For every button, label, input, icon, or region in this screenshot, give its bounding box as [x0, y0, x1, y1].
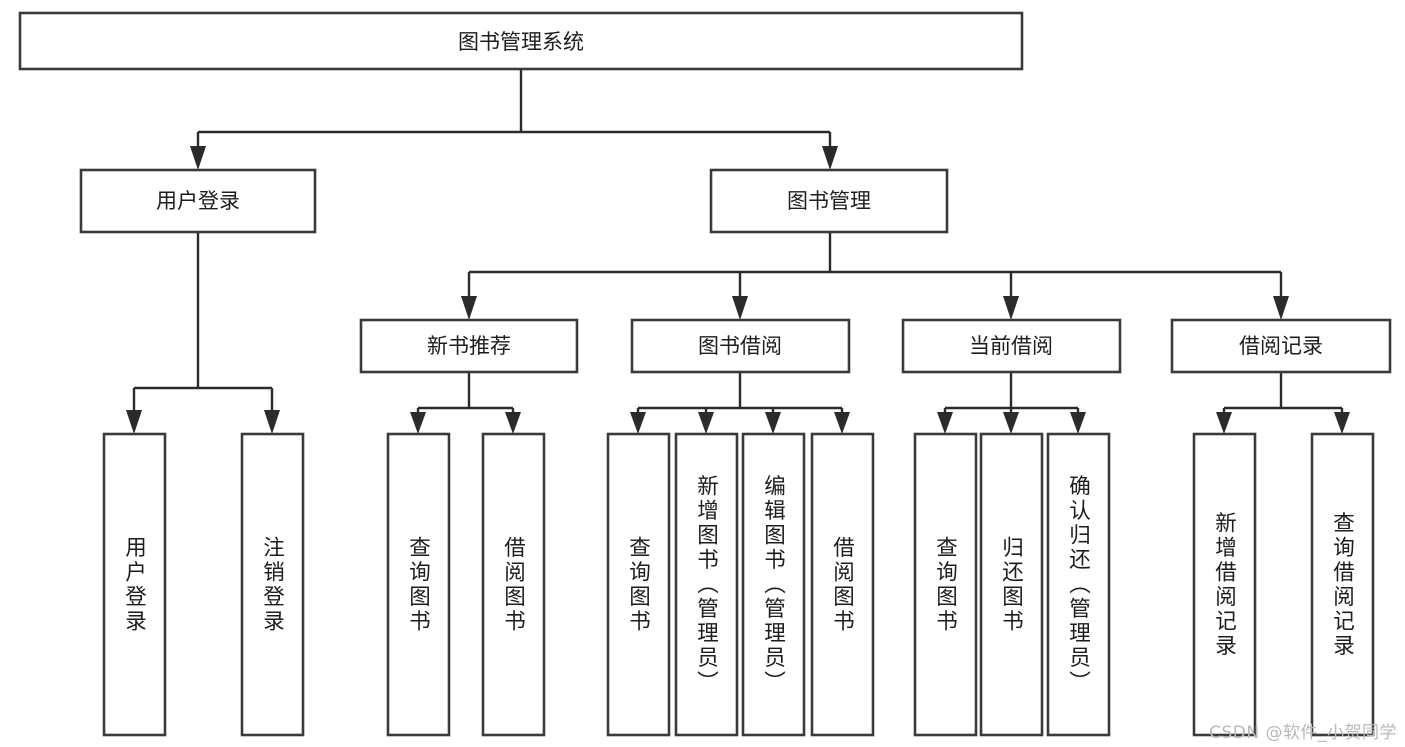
leaf-book-borrow-4-label: 借阅图书 — [830, 536, 855, 634]
leaf-user-login-2-box[interactable] — [240, 432, 305, 737]
leaf-book-borrow-2-box[interactable] — [674, 432, 739, 737]
leaf-book-borrow-2-label: 新增图书（管理员） — [694, 475, 719, 696]
arrow-book-borrow-child-4 — [834, 412, 850, 434]
node-new-book-recommend[interactable]: 新书推荐 — [359, 318, 579, 374]
csdn-watermark: CSDN @软件_小贺同学 — [1209, 723, 1397, 743]
node-root[interactable]: 图书管理系统 — [18, 11, 1024, 71]
arrow-user-login — [190, 146, 206, 170]
leaf-user-login-1[interactable]: 用户登录 — [102, 432, 167, 737]
arrow-book-mgmt — [822, 146, 838, 170]
node-current-borrow[interactable]: 当前借阅 — [901, 318, 1122, 374]
leaf-borrow-record-2[interactable]: 查询借阅记录 — [1310, 432, 1375, 737]
node-user-login-label: 用户登录 — [156, 189, 240, 213]
leaf-book-borrow-3-label: 编辑图书（管理员） — [761, 475, 786, 696]
leaf-current-borrow-3[interactable]: 确认归还（管理员） — [1046, 432, 1111, 737]
arrow-borrow-record-child-2 — [1334, 412, 1350, 434]
leaf-borrow-record-1[interactable]: 新增借阅记录 — [1192, 432, 1257, 737]
arrow-new-book — [461, 296, 477, 320]
arrow-new-book-child-1 — [410, 412, 426, 434]
leaf-new-book-1-label: 查询图书 — [406, 536, 431, 634]
leaf-new-book-1-box[interactable] — [386, 432, 451, 737]
leaf-current-borrow-1-label: 查询图书 — [933, 536, 958, 634]
leaf-current-borrow-3-label: 确认归还（管理员） — [1066, 475, 1091, 696]
leaf-borrow-record-1-box[interactable] — [1192, 432, 1257, 737]
arrow-user-login-child-2 — [264, 410, 280, 434]
node-book-borrow-box[interactable] — [630, 318, 851, 374]
leaf-book-borrow-1[interactable]: 查询图书 — [606, 432, 671, 737]
arrow-current-borrow-child-1 — [937, 412, 953, 434]
leaf-current-borrow-3-box[interactable] — [1046, 432, 1111, 737]
arrow-current-borrow-child-2 — [1003, 412, 1019, 434]
leaf-current-borrow-1-box[interactable] — [913, 432, 978, 737]
arrow-borrow-record-child-1 — [1216, 412, 1232, 434]
leaf-user-login-1-label: 用户登录 — [122, 536, 147, 634]
node-new-book-recommend-box[interactable] — [359, 318, 579, 374]
node-current-borrow-label: 当前借阅 — [969, 334, 1053, 358]
node-book-management-label: 图书管理 — [787, 189, 871, 213]
node-borrow-record[interactable]: 借阅记录 — [1170, 318, 1392, 374]
leaf-borrow-record-2-label: 查询借阅记录 — [1330, 511, 1355, 658]
leaf-new-book-2[interactable]: 借阅图书 — [481, 432, 546, 737]
leaf-book-borrow-3-box[interactable] — [741, 432, 806, 737]
node-user-login-box[interactable] — [79, 168, 317, 234]
arrow-new-book-child-2 — [505, 412, 521, 434]
leaf-user-login-2[interactable]: 注销登录 — [240, 432, 305, 737]
node-root-box[interactable] — [18, 11, 1024, 71]
leaf-book-borrow-4-box[interactable] — [810, 432, 875, 737]
leaf-new-book-2-label: 借阅图书 — [501, 536, 526, 634]
leaf-current-borrow-1[interactable]: 查询图书 — [913, 432, 978, 737]
node-borrow-record-box[interactable] — [1170, 318, 1392, 374]
leaf-current-borrow-2-box[interactable] — [979, 432, 1044, 737]
node-new-book-recommend-label: 新书推荐 — [427, 334, 511, 358]
leaf-current-borrow-2[interactable]: 归还图书 — [979, 432, 1044, 737]
leaf-borrow-record-2-box[interactable] — [1310, 432, 1375, 737]
leaf-current-borrow-2-label: 归还图书 — [999, 536, 1024, 634]
node-book-borrow[interactable]: 图书借阅 — [630, 318, 851, 374]
leaf-book-borrow-1-box[interactable] — [606, 432, 671, 737]
arrow-current-borrow — [1003, 296, 1019, 320]
leaf-new-book-2-box[interactable] — [481, 432, 546, 737]
leaf-user-login-2-label: 注销登录 — [260, 536, 285, 634]
arrow-book-borrow-child-3 — [765, 412, 781, 434]
node-root-label: 图书管理系统 — [458, 30, 584, 54]
leaf-user-login-1-box[interactable] — [102, 432, 167, 737]
node-book-management[interactable]: 图书管理 — [709, 168, 949, 234]
arrow-book-borrow-child-1 — [630, 412, 646, 434]
leaf-borrow-record-1-label: 新增借阅记录 — [1212, 511, 1237, 658]
arrow-user-login-child-1 — [126, 410, 142, 434]
node-borrow-record-label: 借阅记录 — [1239, 334, 1323, 358]
node-current-borrow-box[interactable] — [901, 318, 1122, 374]
arrow-book-borrow — [732, 296, 748, 320]
leaf-book-borrow-1-label: 查询图书 — [626, 536, 651, 634]
arrow-borrow-record — [1273, 296, 1289, 320]
node-book-management-box[interactable] — [709, 168, 949, 234]
leaf-book-borrow-2[interactable]: 新增图书（管理员） — [674, 432, 739, 737]
connector-layer — [126, 69, 1350, 434]
leaf-new-book-1[interactable]: 查询图书 — [386, 432, 451, 737]
node-book-borrow-label: 图书借阅 — [698, 334, 782, 358]
leaf-book-borrow-3[interactable]: 编辑图书（管理员） — [741, 432, 806, 737]
node-user-login[interactable]: 用户登录 — [79, 168, 317, 234]
leaf-book-borrow-4[interactable]: 借阅图书 — [810, 432, 875, 737]
arrow-current-borrow-child-3 — [1070, 412, 1086, 434]
arrow-book-borrow-child-2 — [698, 412, 714, 434]
